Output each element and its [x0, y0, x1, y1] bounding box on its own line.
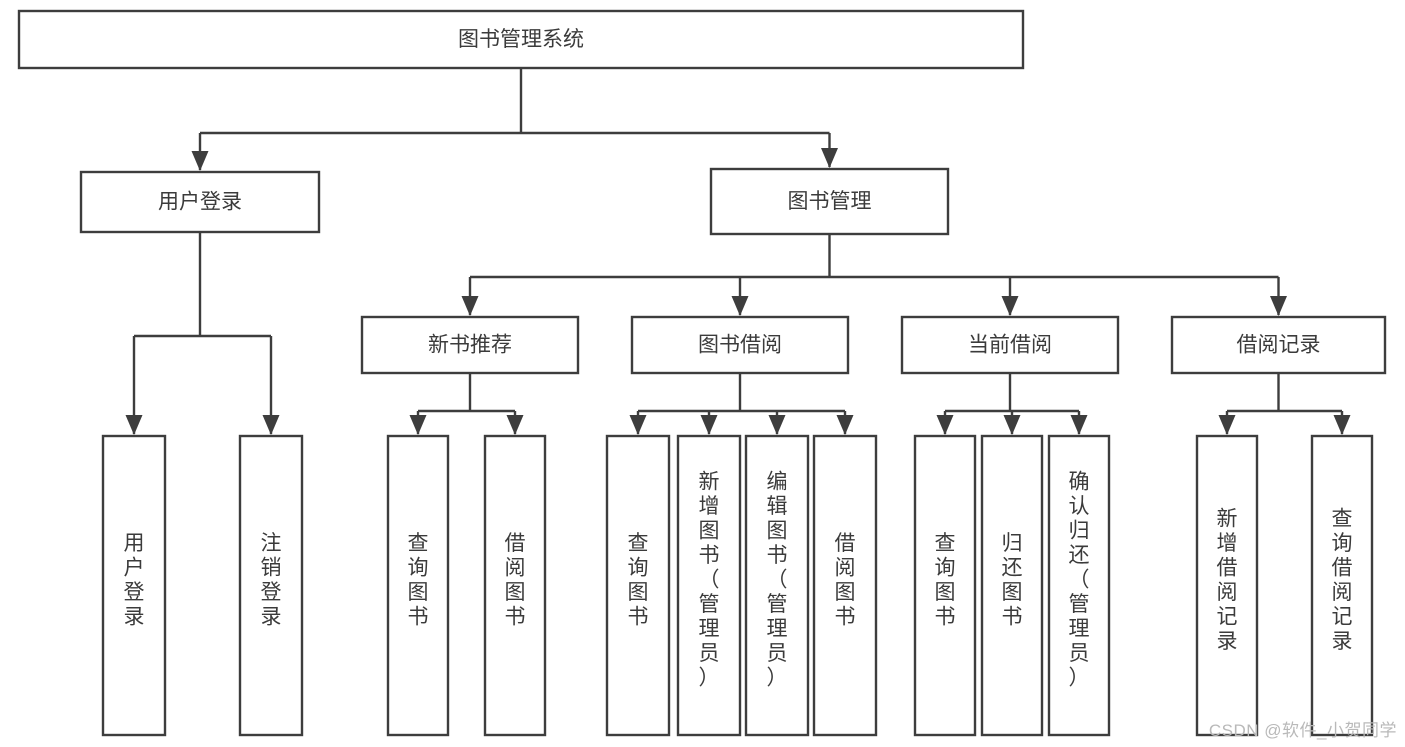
node-user-login[interactable]: 用户登录 — [79, 170, 321, 234]
arrow-head-icon — [461, 296, 479, 316]
arrow-head-icon — [125, 415, 143, 435]
node-leaf-add-record[interactable]: 新增借阅记录 — [1195, 434, 1259, 737]
node-leaf-query-book-1[interactable]: 查询图书 — [386, 434, 450, 737]
node-boxes: 图书管理系统用户登录图书管理新书推荐图书借阅当前借阅借阅记录用户登录注销登录查询… — [17, 9, 1387, 737]
node-label: 图书管理 — [788, 190, 872, 213]
node-label: 用户登录 — [158, 191, 242, 214]
node-leaf-borrow-book-2[interactable]: 借阅图书 — [812, 434, 878, 737]
node-borrow-record[interactable]: 借阅记录 — [1170, 315, 1387, 375]
node-label: 查询图书 — [408, 532, 429, 629]
node-rect — [709, 167, 950, 236]
arrow-head-icon — [700, 415, 718, 435]
node-book-borrow[interactable]: 图书借阅 — [630, 315, 850, 375]
node-label: 用户登录 — [124, 532, 145, 629]
arrow-head-icon — [936, 415, 954, 435]
node-root[interactable]: 图书管理系统 — [17, 9, 1025, 70]
node-leaf-confirm-return[interactable]: 确认归还（管理员） — [1047, 434, 1111, 737]
node-rect — [1195, 434, 1259, 737]
node-rect — [79, 170, 321, 234]
node-leaf-add-book[interactable]: 新增图书（管理员） — [676, 434, 742, 737]
node-label: 确认归还（管理员） — [1069, 471, 1090, 690]
node-rect — [483, 434, 547, 737]
node-rect — [386, 434, 450, 737]
arrow-head-icon — [1218, 415, 1236, 435]
arrow-head-icon — [1001, 296, 1019, 316]
arrow-head-icon — [836, 415, 854, 435]
node-label: 新书推荐 — [428, 334, 512, 357]
node-label: 图书管理系统 — [458, 28, 584, 51]
node-label: 查询借阅记录 — [1332, 507, 1353, 653]
node-label: 注销登录 — [261, 532, 282, 629]
arrow-head-icon — [1333, 415, 1351, 435]
node-label: 归还图书 — [1002, 532, 1023, 629]
node-rect — [980, 434, 1044, 737]
node-rect — [17, 9, 1025, 70]
node-rect — [1310, 434, 1374, 737]
csdn-watermark: CSDN @软件_小贺同学 — [1208, 721, 1397, 740]
node-rect — [913, 434, 977, 737]
arrow-head-icon — [262, 415, 280, 435]
node-book-management[interactable]: 图书管理 — [709, 167, 950, 236]
node-leaf-query-book-3[interactable]: 查询图书 — [913, 434, 977, 737]
node-label: 查询图书 — [628, 532, 649, 629]
arrow-head-icon — [409, 415, 427, 435]
connector-lines — [125, 68, 1351, 435]
node-rect — [101, 434, 167, 737]
node-label: 借阅图书 — [505, 532, 526, 629]
node-label: 图书借阅 — [698, 334, 782, 357]
node-rect — [238, 434, 304, 737]
node-rect — [1047, 434, 1111, 737]
arrow-head-icon — [191, 151, 209, 171]
arrow-head-icon — [506, 415, 524, 435]
arrow-head-icon — [821, 148, 838, 168]
node-rect — [900, 315, 1120, 375]
node-rect — [360, 315, 580, 375]
arrow-head-icon — [1270, 296, 1287, 316]
node-rect — [744, 434, 810, 737]
node-rect — [605, 434, 671, 737]
node-new-book-recommend[interactable]: 新书推荐 — [360, 315, 580, 375]
arrow-head-icon — [629, 415, 647, 435]
node-leaf-user-logout[interactable]: 注销登录 — [238, 434, 304, 737]
node-leaf-user-login[interactable]: 用户登录 — [101, 434, 167, 737]
arrow-head-icon — [731, 296, 749, 316]
node-rect — [630, 315, 850, 375]
node-leaf-query-record[interactable]: 查询借阅记录 — [1310, 434, 1374, 737]
node-current-borrow[interactable]: 当前借阅 — [900, 315, 1120, 375]
arrow-head-icon — [1070, 415, 1088, 435]
node-leaf-edit-book[interactable]: 编辑图书（管理员） — [744, 434, 810, 737]
node-label: 新增借阅记录 — [1217, 507, 1238, 653]
node-rect — [812, 434, 878, 737]
node-label: 当前借阅 — [968, 334, 1052, 357]
node-rect — [1170, 315, 1387, 375]
node-label: 借阅图书 — [835, 532, 856, 629]
node-leaf-query-book-2[interactable]: 查询图书 — [605, 434, 671, 737]
node-label: 新增图书（管理员） — [699, 471, 720, 690]
node-rect — [676, 434, 742, 737]
arrow-head-icon — [1003, 415, 1021, 435]
node-label: 查询图书 — [935, 532, 956, 629]
node-label: 借阅记录 — [1237, 334, 1321, 357]
arrow-head-icon — [768, 415, 786, 435]
node-label: 编辑图书（管理员） — [767, 471, 788, 690]
node-leaf-return-book[interactable]: 归还图书 — [980, 434, 1044, 737]
node-leaf-borrow-book-1[interactable]: 借阅图书 — [483, 434, 547, 737]
